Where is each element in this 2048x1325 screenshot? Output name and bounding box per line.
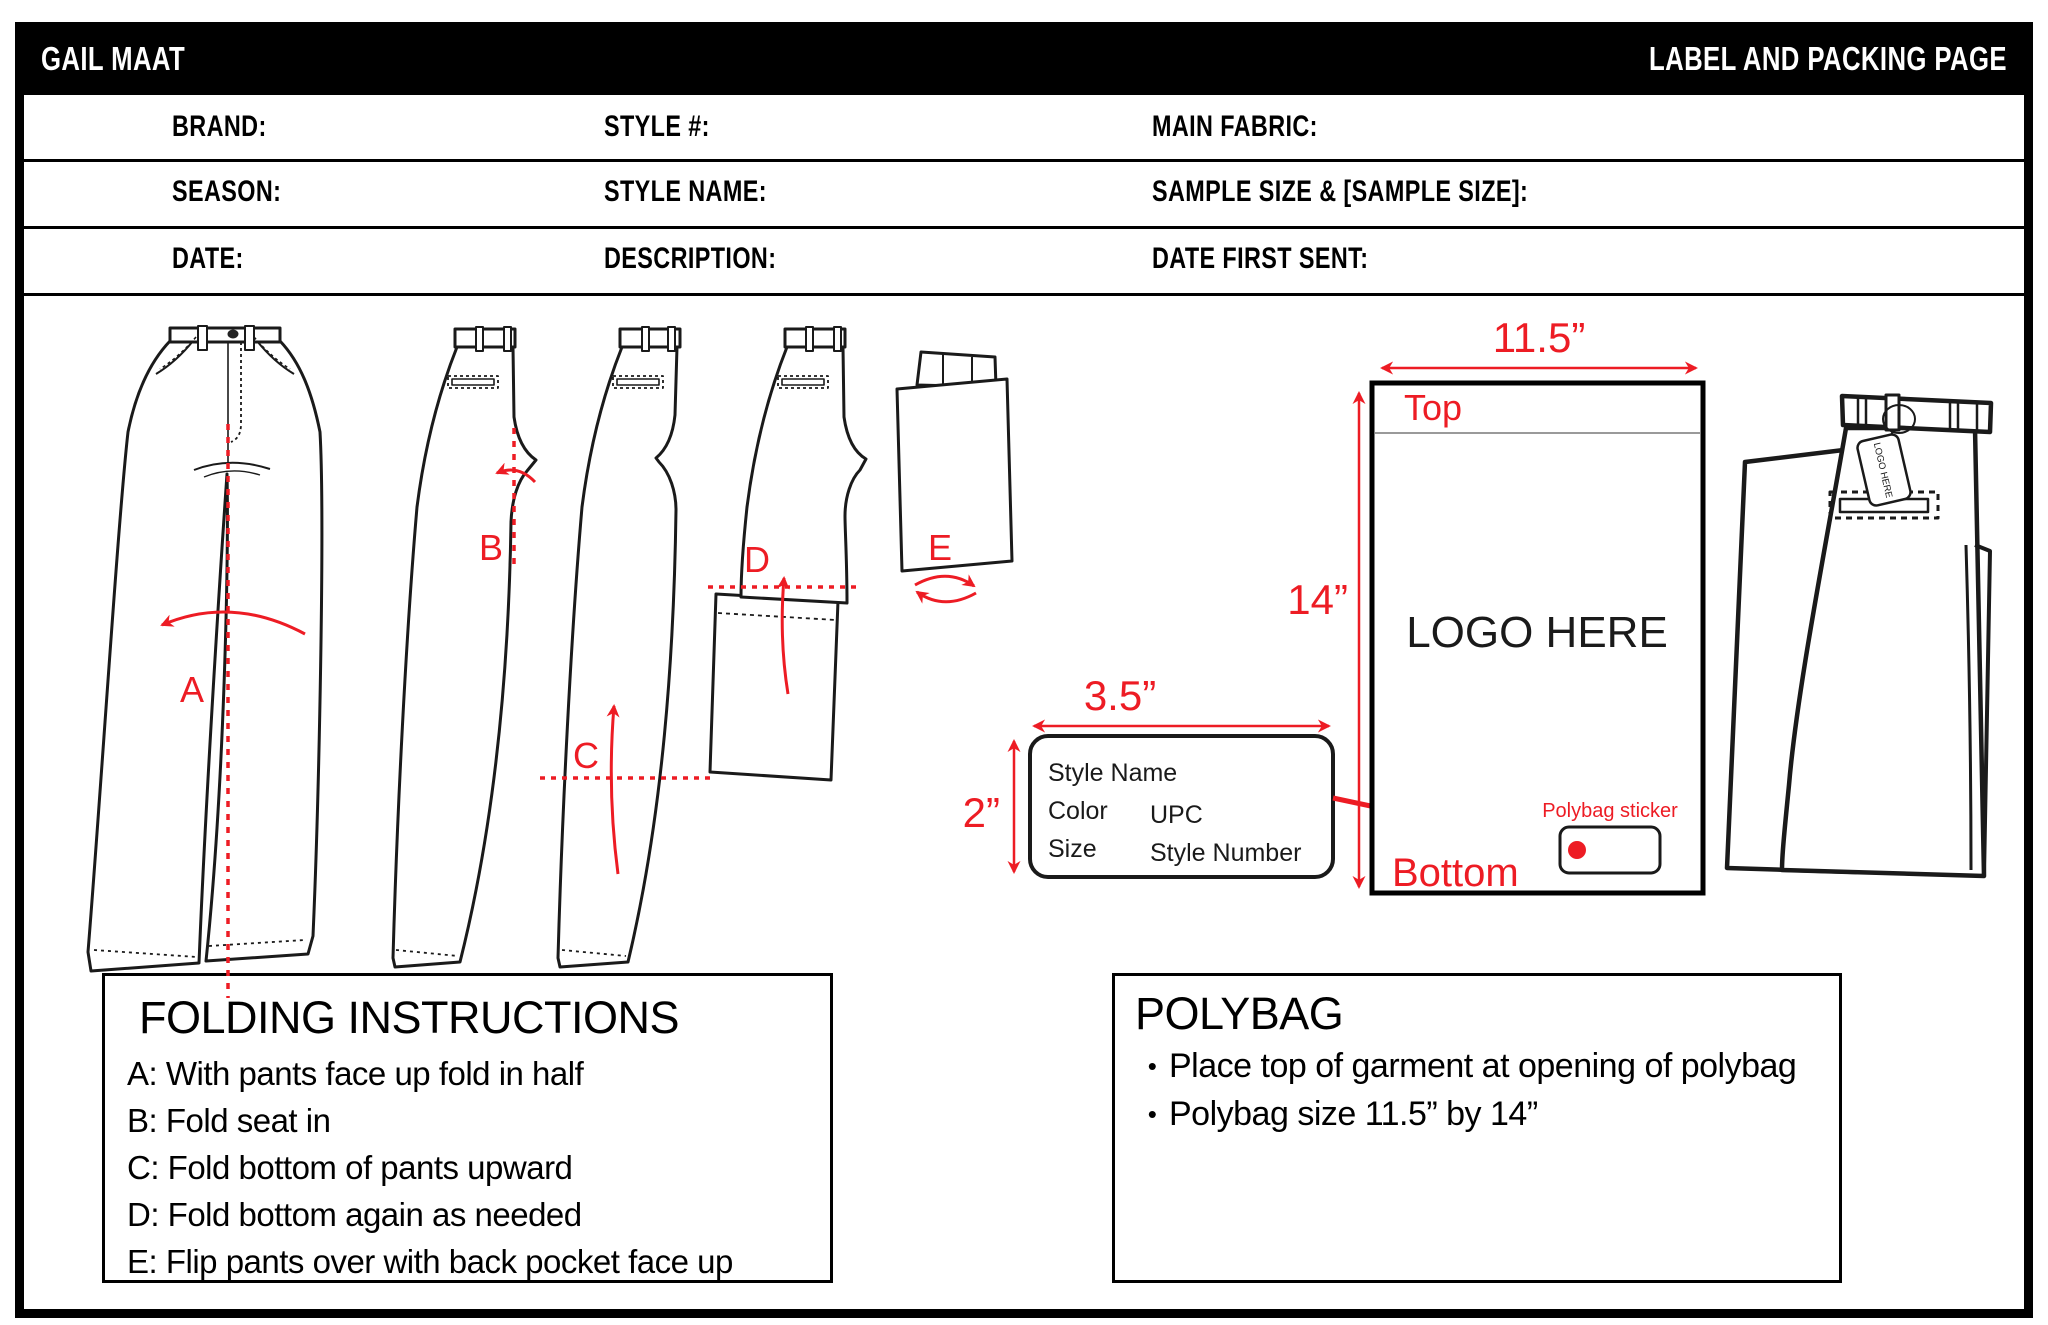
- page-title: LABEL AND PACKING PAGE: [1649, 39, 2007, 77]
- bullet-icon: •: [1147, 1051, 1157, 1081]
- field-label-style-number: STYLE #:: [604, 110, 710, 143]
- folding-instructions-box: FOLDING INSTRUCTIONS A: With pants face …: [102, 973, 833, 1283]
- bullet-icon: •: [1147, 1099, 1157, 1129]
- polybag-title: POLYBAG: [1135, 988, 1344, 1039]
- field-label-season: SEASON:: [172, 175, 282, 208]
- folding-step-a: A: With pants face up fold in half: [127, 1055, 584, 1092]
- polybag-bullet-1: • Place top of garment at opening of pol…: [1135, 1042, 1833, 1090]
- table-divider: [24, 226, 2024, 229]
- brand-logo: GAIL MAAT: [41, 39, 186, 77]
- folding-step-e: E: Flip pants over with back pocket face…: [127, 1243, 733, 1280]
- field-label-sample-size: SAMPLE SIZE & [SAMPLE SIZE]:: [1152, 175, 1529, 208]
- table-divider: [24, 159, 2024, 162]
- field-label-main-fabric: MAIN FABRIC:: [1152, 110, 1318, 143]
- field-label-description: DESCRIPTION:: [604, 242, 777, 275]
- field-label-style-name: STYLE NAME:: [604, 175, 767, 208]
- folding-instructions-title: FOLDING INSTRUCTIONS: [139, 992, 680, 1043]
- folding-step-d: D: Fold bottom again as needed: [127, 1196, 582, 1233]
- field-label-date-first-sent: DATE FIRST SENT:: [1152, 242, 1369, 275]
- field-label-date: DATE:: [172, 242, 244, 275]
- folding-step-b: B: Fold seat in: [127, 1102, 331, 1139]
- header-bar: GAIL MAAT LABEL AND PACKING PAGE: [15, 22, 2033, 95]
- field-label-brand: BRAND:: [172, 110, 267, 143]
- table-divider: [24, 293, 2024, 296]
- polybag-bullet-2: • Polybag size 11.5” by 14”: [1135, 1090, 1833, 1138]
- folding-step-c: C: Fold bottom of pants upward: [127, 1149, 573, 1186]
- polybag-info-box: POLYBAG • Place top of garment at openin…: [1112, 973, 1842, 1283]
